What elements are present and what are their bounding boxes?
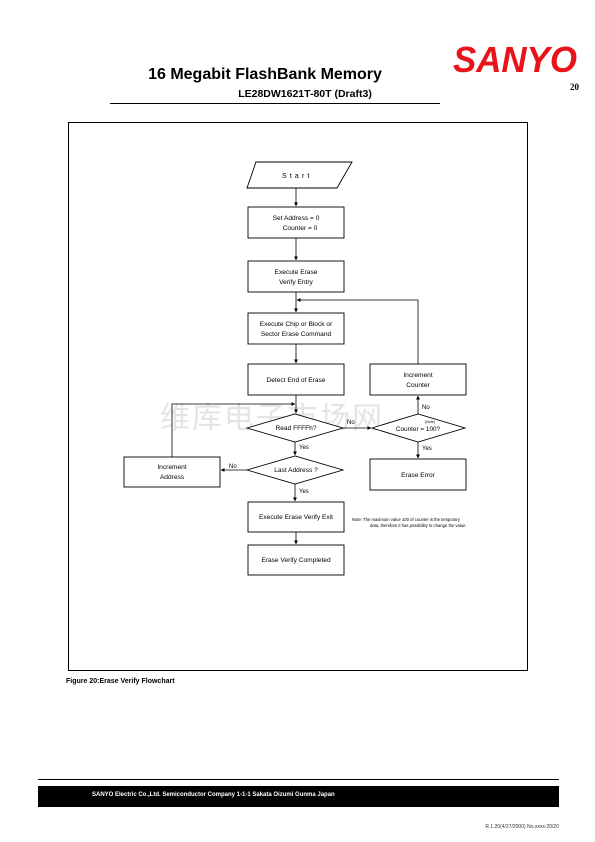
set-address-label: Set Address = 0 (273, 215, 320, 222)
counter-check-label: Counter = 100? (396, 426, 441, 433)
read-ffffh-label: Read FFFFh? (275, 425, 316, 432)
erase-command-label-1: Execute Chip or Block or (260, 321, 333, 328)
header-rule (110, 103, 440, 104)
read-yes-label: Yes (299, 445, 309, 451)
set-address-box (247, 206, 345, 239)
page-title: 16 Megabit FlashBank Memory (148, 66, 382, 83)
read-no-label: No (347, 420, 355, 426)
verify-entry-label-1: Execute Erase (275, 269, 318, 276)
verify-exit-label: Execute Erase Verify Exit (259, 514, 333, 521)
last-address-decision (245, 455, 345, 485)
start-terminal (246, 161, 353, 189)
increment-counter-box (369, 363, 467, 396)
detect-end-label: Detect End of Erase (266, 377, 325, 384)
arrow-loop-to-read (171, 402, 296, 457)
start-label: S t a r t (282, 173, 310, 180)
footer-company: SANYO Electric Co.,Ltd. Semiconductor Co… (92, 792, 335, 798)
increment-counter-label-2: Counter (406, 382, 430, 389)
footer-bar (38, 786, 559, 807)
erase-command-label-2: Sector Erase Command (261, 331, 332, 338)
part-number: LE28DW1621T-80T (Draft3) (238, 88, 372, 100)
counter-note-tag: (Note) (425, 420, 435, 424)
increment-counter-label-1: Increment (403, 372, 432, 379)
figure-caption: Figure 20:Erase Verify Flowchart (66, 678, 175, 685)
erase-verify-entry-box (247, 260, 345, 293)
figure-frame (68, 122, 528, 671)
footer-rule (38, 779, 559, 780)
svg-text:SANYO: SANYO (453, 42, 577, 78)
sanyo-logo: SANYO (453, 42, 577, 78)
revision-number: R.1.20(4/27/2000) No.xxxx-20/20 (485, 824, 559, 830)
increment-address-label-1: Increment (157, 464, 186, 471)
erase-verify-exit-box (247, 501, 345, 533)
last-address-label: Last Address ? (274, 467, 318, 474)
erase-verify-completed-box (247, 544, 345, 576)
detect-end-of-erase-box (247, 363, 345, 396)
verify-entry-label-2: Verify Entry (279, 279, 313, 286)
counter-yes-label: Yes (422, 446, 432, 452)
counter-zero-label: Counter = 0 (283, 225, 318, 232)
arrow-loop-to-entry (296, 298, 419, 364)
page-number: 20 (570, 82, 579, 92)
increment-address-label-2: Address (160, 474, 185, 481)
completed-label: Erase Verify Completed (261, 557, 331, 564)
erase-command-box (247, 312, 345, 345)
counter-decision (370, 413, 467, 443)
counter-no-label: No (422, 405, 430, 411)
increment-address-box (123, 456, 221, 488)
note-line-2: data, therefore it has possibility to ch… (370, 523, 467, 528)
erase-error-box (369, 458, 467, 491)
note-line-1: Note: The maximum value 100 of counter i… (352, 517, 461, 522)
erase-error-label: Erase Error (401, 472, 436, 479)
last-no-label: No (229, 464, 237, 470)
last-yes-label: Yes (299, 489, 309, 495)
